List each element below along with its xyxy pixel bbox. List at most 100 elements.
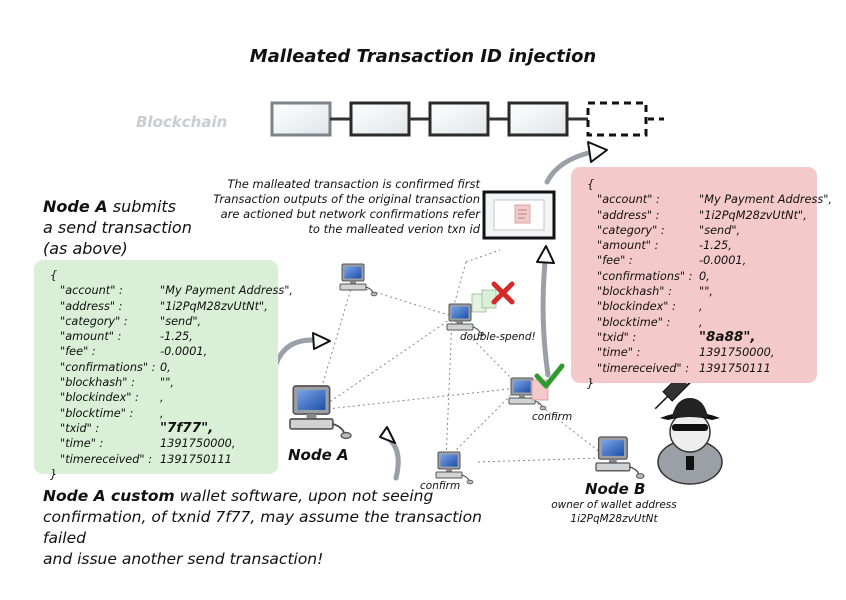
node-b-caption: owner of wallet address 1i2PqM28zvUtNt xyxy=(551,499,677,525)
node-a-heading: Node A submits a send transaction (as ab… xyxy=(43,197,192,258)
field-key: "amount" : xyxy=(597,239,659,253)
field-value: -0.0001, xyxy=(699,254,747,268)
network-links xyxy=(317,249,611,463)
node-b-computer-icon xyxy=(595,436,645,479)
block xyxy=(428,101,490,137)
field-value: , xyxy=(160,406,164,420)
transaction-field-row: "fee" :-0.0001, xyxy=(50,344,278,359)
field-value: , xyxy=(699,300,703,314)
malleated-transaction-panel: { "account" :"My Payment Address","addre… xyxy=(571,167,832,390)
transaction-field-row: "blockhash" : "", xyxy=(587,284,817,299)
arrow-head xyxy=(312,332,331,350)
node-a-label: Node A xyxy=(288,446,349,464)
field-value: , xyxy=(160,391,164,405)
transaction-field-row: "blockindex" :, xyxy=(50,390,278,405)
field-key: "blocktime" : xyxy=(60,406,134,420)
field-key: "confirmations" : xyxy=(60,360,156,374)
block xyxy=(349,101,411,137)
field-key: "fee" : xyxy=(597,254,633,268)
brace-open: { xyxy=(50,269,58,282)
malleated-transaction-box xyxy=(482,190,556,240)
original-transaction-panel: { "account" :"My Payment Address","addre… xyxy=(34,260,293,481)
diagram-title: Malleated Transaction ID injection xyxy=(249,46,597,67)
transaction-field-row: "account" : "My Payment Address", xyxy=(587,192,832,207)
field-value: "", xyxy=(699,285,713,299)
confirm-label: confirm xyxy=(420,480,461,492)
field-value: "send", xyxy=(160,314,202,328)
blockchain-label: Blockchain xyxy=(136,113,228,131)
field-key: "txid" : xyxy=(60,421,100,435)
field-key: "account" : xyxy=(597,193,660,207)
field-value: 1391750111 xyxy=(699,361,771,375)
field-key: "blocktime" : xyxy=(597,315,671,329)
field-value: "My Payment Address", xyxy=(160,284,293,298)
arrow-head xyxy=(587,141,608,163)
node-b-label: Node B xyxy=(585,480,646,498)
field-key: "blockhash" : xyxy=(60,376,135,390)
transaction-field-row: "address" : "1i2PqM28zvUtNt", xyxy=(50,299,278,314)
field-key: "timereceived" : xyxy=(60,452,153,466)
field-value: 1391750000, xyxy=(160,437,236,451)
field-key: "address" : xyxy=(597,208,660,222)
field-value: 1391750111 xyxy=(160,452,232,466)
transaction-field-row: "time" : 1391750000, xyxy=(587,345,817,360)
field-key: "amount" : xyxy=(60,330,122,344)
transaction-field-row: "fee" : -0.0001, xyxy=(587,253,817,268)
field-value: -1.25, xyxy=(160,330,193,344)
field-value: 0, xyxy=(160,360,171,374)
transaction-field-row: "account" : "My Payment Address", xyxy=(50,283,293,298)
arrow-head xyxy=(536,245,555,264)
confirm-document xyxy=(531,363,565,401)
brace-close: } xyxy=(587,376,595,390)
transaction-field-row: "time" : 1391750000, xyxy=(50,436,278,451)
transaction-field-row: "timereceived" : 1391750111 xyxy=(50,452,278,467)
transaction-field-row: "blocktime" :, xyxy=(50,406,278,421)
malleated-note: The malleated transaction is confirmed f… xyxy=(213,177,480,236)
transaction-field-row: "address" : "1i2PqM28zvUtNt", xyxy=(587,208,817,223)
cross-icon xyxy=(491,281,515,305)
transaction-field-row: "category" :"send", xyxy=(587,223,817,238)
transaction-field-row: "category" : "send", xyxy=(50,314,278,329)
transaction-field-row: "confirmations" : 0, xyxy=(50,360,278,375)
field-key: "category" : xyxy=(60,314,128,328)
field-value: , xyxy=(699,315,703,329)
arrow-head xyxy=(379,426,396,444)
field-key: "account" : xyxy=(60,284,123,298)
node-a-warning-text: Node A custom wallet software, upon not … xyxy=(43,487,482,568)
double-spend-documents xyxy=(471,281,515,313)
field-value: "", xyxy=(160,376,174,390)
field-key: "timereceived" : xyxy=(597,361,690,375)
field-key: "fee" : xyxy=(60,345,96,359)
field-key: "confirmations" : xyxy=(597,269,693,283)
check-icon xyxy=(534,363,565,389)
node-a-computer-icon xyxy=(289,385,352,440)
pending-block xyxy=(586,101,648,137)
transaction-field-row: "timereceived" : 1391750111 xyxy=(587,361,817,376)
field-key: "blockindex" : xyxy=(597,300,676,314)
spy-icon xyxy=(657,398,723,485)
block xyxy=(507,101,569,137)
transaction-field-row: "amount" : -1.25, xyxy=(50,329,278,344)
field-value: "1i2PqM28zvUtNt", xyxy=(699,208,807,222)
transaction-field-row: "amount" :-1.25, xyxy=(587,238,817,253)
block xyxy=(270,101,332,137)
transaction-field-row: "confirmations" :0, xyxy=(587,269,817,284)
field-value: "My Payment Address", xyxy=(699,193,832,207)
double-spend-label: double-spend! xyxy=(460,331,536,343)
brace-close: } xyxy=(50,467,58,481)
transaction-field-row: "blockindex" :, xyxy=(587,299,817,314)
field-value: "7f77", xyxy=(160,419,214,436)
transaction-field-row: "blocktime" :, xyxy=(587,315,817,330)
field-key: "blockhash" : xyxy=(597,285,672,299)
field-value: "1i2PqM28zvUtNt", xyxy=(160,299,268,313)
field-key: "time" : xyxy=(60,437,104,451)
field-value: "send", xyxy=(699,223,741,237)
field-key: "address" : xyxy=(60,299,123,313)
field-value: 1391750000, xyxy=(699,346,775,360)
field-value: "8a88", xyxy=(699,328,756,345)
field-key: "time" : xyxy=(597,346,641,360)
field-key: "txid" : xyxy=(597,330,637,344)
brace-open: { xyxy=(587,178,595,191)
confirm-label: confirm xyxy=(532,411,573,423)
blockchain xyxy=(228,101,664,137)
